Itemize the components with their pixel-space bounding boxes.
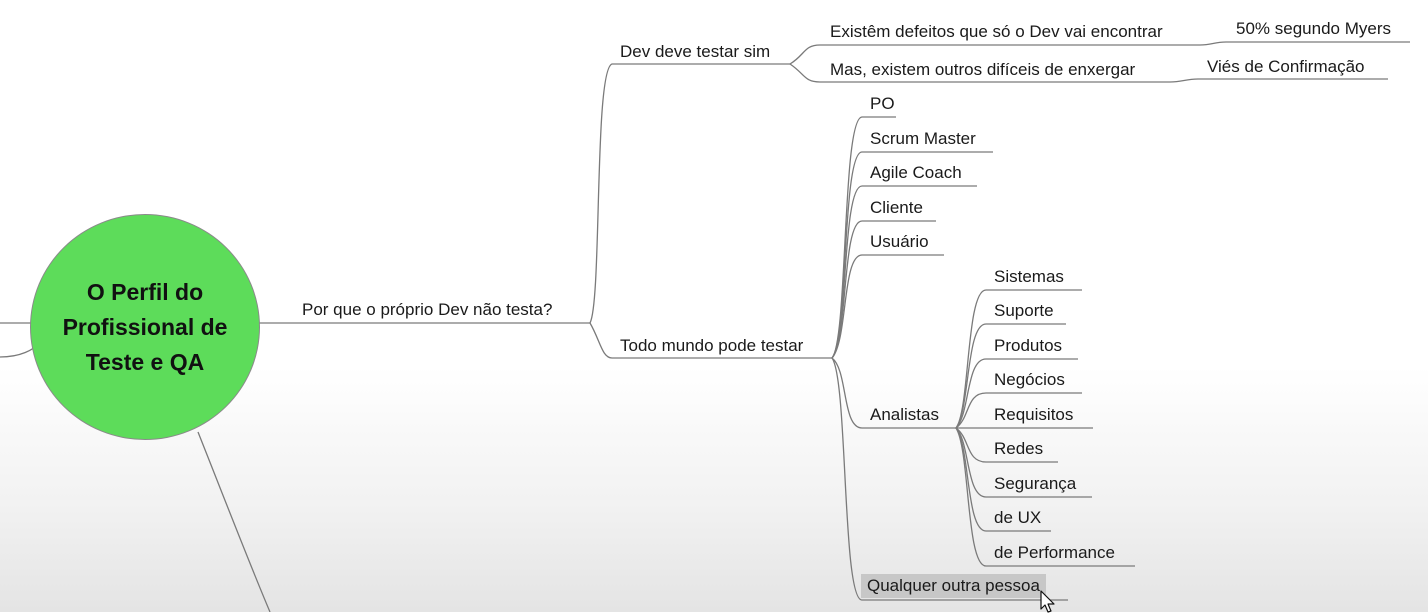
mouse-cursor-icon (1040, 590, 1055, 613)
topic-analistas[interactable]: Analistas (870, 405, 939, 424)
topic-analista-performance[interactable]: de Performance (994, 543, 1115, 562)
topic-myers[interactable]: 50% segundo Myers (1236, 19, 1391, 38)
topic-agile-coach[interactable]: Agile Coach (870, 163, 962, 182)
topic-po[interactable]: PO (870, 94, 895, 113)
topic-analista-suporte[interactable]: Suporte (994, 301, 1054, 320)
topic-por-que[interactable]: Por que o próprio Dev não testa? (302, 300, 553, 319)
topic-analista-negocios[interactable]: Negócios (994, 370, 1065, 389)
topic-qualquer-outra-pessoa[interactable]: Qualquer outra pessoa (861, 574, 1046, 598)
topic-vies-confirmacao[interactable]: Viés de Confirmação (1207, 57, 1365, 76)
root-topic-label: O Perfil do Profissional de Teste e QA (62, 278, 228, 375)
topic-existem-defeitos[interactable]: Existêm defeitos que só o Dev vai encont… (830, 22, 1163, 41)
topic-dev-deve-testar[interactable]: Dev deve testar sim (620, 42, 771, 61)
topic-cliente[interactable]: Cliente (870, 198, 923, 217)
topic-analista-produtos[interactable]: Produtos (994, 336, 1063, 355)
topic-analista-redes[interactable]: Redes (994, 439, 1044, 458)
topic-analista-ux[interactable]: de UX (994, 508, 1042, 527)
topic-analista-seguranca[interactable]: Segurança (994, 474, 1077, 493)
topic-analista-requisitos[interactable]: Requisitos (994, 405, 1074, 424)
topic-todo-mundo[interactable]: Todo mundo pode testar (620, 336, 804, 355)
topic-usuario[interactable]: Usuário (870, 232, 929, 251)
topic-analista-sistemas[interactable]: Sistemas (994, 267, 1064, 286)
root-topic-node[interactable]: O Perfil do Profissional de Teste e QA (30, 214, 260, 440)
topic-mas-existem[interactable]: Mas, existem outros difíceis de enxergar (830, 60, 1136, 79)
topic-scrum-master[interactable]: Scrum Master (870, 129, 976, 148)
